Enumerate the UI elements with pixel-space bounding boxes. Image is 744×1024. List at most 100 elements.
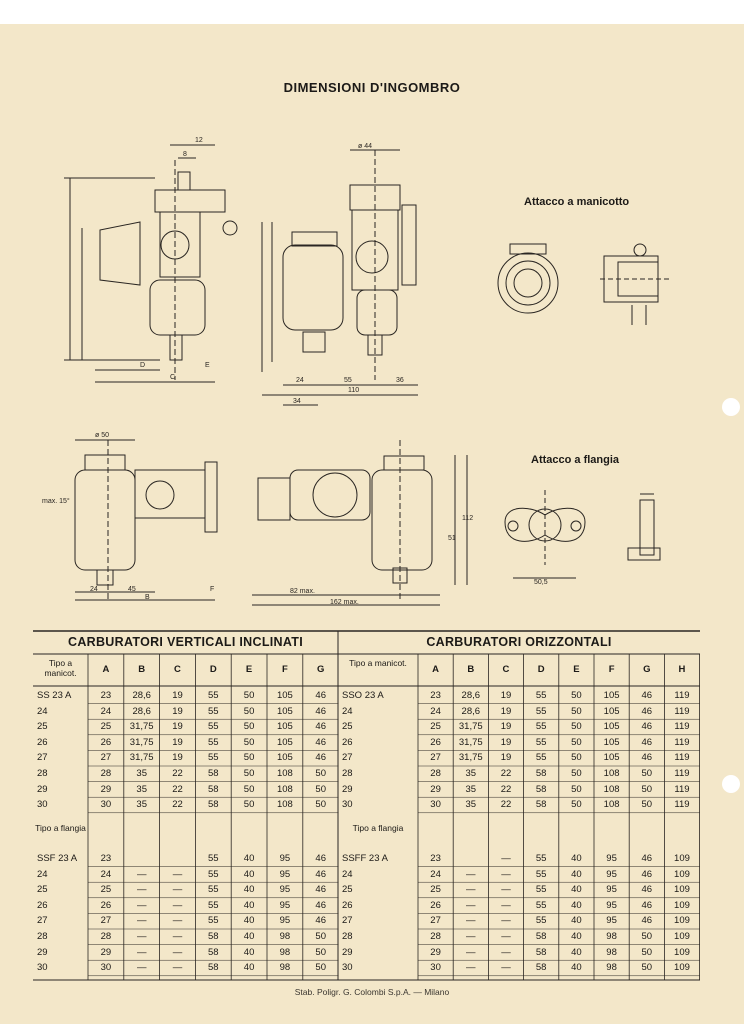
table-cell: 35 <box>136 768 147 779</box>
table-cell: 95 <box>279 853 291 864</box>
table-cell: 23 <box>430 690 441 701</box>
table-cell: 50 <box>641 946 653 958</box>
col-header-f: F <box>608 664 615 675</box>
table-cell: 98 <box>606 962 617 974</box>
table-cell: 28,6 <box>132 690 151 701</box>
drawing-horizontal-side <box>74 439 218 601</box>
table-cell: 55 <box>208 705 219 717</box>
table-cell: 27 <box>100 752 112 764</box>
table-cell: 35 <box>465 799 477 811</box>
table-cell: 50 <box>571 783 582 795</box>
table-cell: — <box>501 962 511 974</box>
table-cell: 108 <box>276 768 293 779</box>
table-cell: 22 <box>500 799 512 811</box>
table-cell: 105 <box>276 752 293 764</box>
row-type-label: 24 <box>342 868 353 880</box>
dim-82: 82 max. <box>290 588 315 595</box>
table-cell: 35 <box>465 768 477 779</box>
dim-162: 162 max. <box>330 599 359 606</box>
table-cell: 50 <box>243 736 255 748</box>
table-cell: 46 <box>315 899 326 911</box>
table-cell: — <box>466 915 476 927</box>
table-cell: 50 <box>571 799 582 811</box>
table-cell: 40 <box>571 884 582 896</box>
table-cell: 105 <box>276 721 293 733</box>
row-type-label: 27 <box>37 752 48 764</box>
table-cell: 95 <box>606 899 617 911</box>
table-cell: 108 <box>603 799 620 811</box>
table-cell: 55 <box>208 736 219 748</box>
table-cell: 58 <box>208 946 219 958</box>
table-cell: 95 <box>279 915 291 927</box>
table-cell: 50 <box>641 962 653 974</box>
dim-12: 12 <box>195 137 203 144</box>
table-cell: 40 <box>571 946 582 958</box>
table-cell: 55 <box>535 721 547 733</box>
dim-36: 36 <box>396 377 404 384</box>
table-cell: 25 <box>100 721 112 733</box>
table-cell: 30 <box>430 799 441 811</box>
col-header-h: H <box>678 664 686 675</box>
table-cell: 46 <box>641 752 653 764</box>
row-type-label: 30 <box>342 799 353 811</box>
table-cell: 22 <box>172 799 183 811</box>
dim-d: D <box>140 362 145 369</box>
table-cell: 58 <box>535 768 547 779</box>
table-cell: 23 <box>430 853 441 864</box>
row-type-label: 27 <box>342 752 353 764</box>
table-cell: 19 <box>172 736 183 748</box>
table-cell: 26 <box>100 899 112 911</box>
table-cell: 24 <box>100 705 112 717</box>
table-cell: 40 <box>243 853 255 864</box>
dim-51: 51 <box>448 535 456 542</box>
table-cell: — <box>501 899 511 911</box>
dim-c: C <box>170 374 175 381</box>
table-cell: 105 <box>276 690 293 701</box>
table-cell: 119 <box>674 768 690 779</box>
table-cell: 119 <box>674 783 690 795</box>
table-cell: 50 <box>641 768 653 779</box>
table-cell: 19 <box>500 705 512 717</box>
table-cell: 50 <box>243 783 255 795</box>
table-cell: — <box>501 946 511 958</box>
table-cell: 50 <box>243 705 255 717</box>
row-type-label: 24 <box>37 705 48 717</box>
table-cell: 27 <box>430 915 441 927</box>
row-type-label: 27 <box>37 915 48 927</box>
table-cell: 55 <box>535 853 547 864</box>
table-cell: — <box>172 899 183 911</box>
table-cell: 40 <box>571 853 582 864</box>
table-cell: 46 <box>641 915 653 927</box>
table-cell: — <box>172 962 183 974</box>
table-cell: 46 <box>641 899 653 911</box>
row-type-label: 29 <box>342 946 353 958</box>
table-cell: 19 <box>500 721 512 733</box>
table-cell: 105 <box>603 752 620 764</box>
table-cell: 50 <box>243 690 255 701</box>
table-cell: 95 <box>606 915 617 927</box>
table-cell: 46 <box>315 884 326 896</box>
table-cell: 55 <box>535 736 547 748</box>
table-cell: 30 <box>100 962 112 974</box>
table-cell: — <box>136 962 147 974</box>
table-cell: — <box>466 899 476 911</box>
table-cell: 46 <box>315 915 326 927</box>
type-header-manicotto: Tipo a manicot. <box>44 658 77 678</box>
table-cell: 19 <box>500 690 512 701</box>
table-cell: — <box>172 931 183 942</box>
table-cell: 50 <box>315 946 326 958</box>
row-type-label: 28 <box>342 768 353 779</box>
row-type-label: 28 <box>342 931 353 942</box>
table-cell: 58 <box>208 931 219 942</box>
col-header-e: E <box>573 664 580 675</box>
row-type-label: 28 <box>37 931 48 942</box>
table-cell: 105 <box>276 705 293 717</box>
table-cell: 50 <box>571 736 582 748</box>
col-header-e: E <box>245 664 253 675</box>
table-cell: 35 <box>465 783 477 795</box>
dim-8: 8 <box>183 151 187 158</box>
table-cell: 58 <box>535 931 547 942</box>
table-cell: — <box>136 946 147 958</box>
table-cell: 105 <box>276 736 293 748</box>
table-cell: 40 <box>243 915 255 927</box>
